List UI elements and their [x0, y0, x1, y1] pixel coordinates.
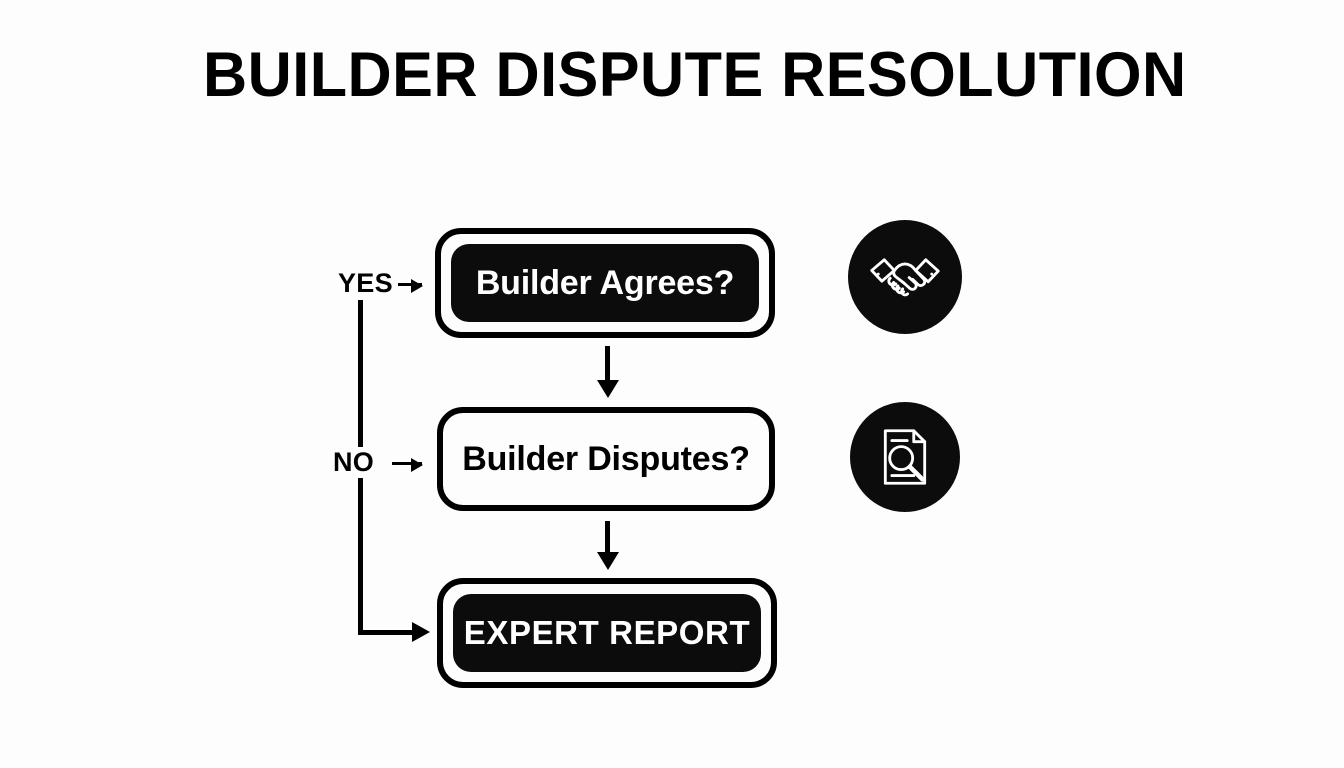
connector-agrees-to-disputes-arrowhead	[597, 380, 619, 398]
flow-node-expert-report-label: EXPERT REPORT	[463, 614, 751, 651]
connector-disputes-to-report-arrowhead	[597, 552, 619, 570]
flow-node-builder-agrees-fill: Builder Agrees?	[451, 244, 759, 322]
page-title: BUILDER DISPUTE RESOLUTION	[203, 40, 1187, 110]
flow-node-builder-disputes-label: Builder Disputes?	[462, 439, 750, 478]
flow-node-builder-agrees[interactable]: Builder Agrees?	[435, 228, 775, 338]
branch-arrow-no-icon	[392, 458, 423, 472]
document-search-glyph	[883, 429, 927, 485]
connector-agrees-to-disputes-line	[605, 346, 610, 382]
branch-elbow-arrowhead	[412, 622, 430, 642]
flow-node-builder-disputes[interactable]: Builder Disputes?	[437, 407, 775, 511]
document-search-icon	[850, 402, 960, 512]
branch-label-no: NO	[331, 447, 377, 478]
flow-node-builder-disputes-fill: Builder Disputes?	[443, 413, 769, 505]
connector-disputes-to-report-line	[605, 521, 610, 554]
branch-elbow-line	[358, 630, 416, 635]
flow-node-expert-report-fill: EXPERT REPORT	[453, 594, 761, 672]
branch-label-yes: YES	[336, 268, 395, 299]
branch-arrow-yes-icon	[398, 279, 423, 293]
handshake-icon	[848, 220, 962, 334]
handshake-glyph	[870, 258, 940, 297]
flow-node-expert-report[interactable]: EXPERT REPORT	[437, 578, 777, 688]
flow-node-builder-agrees-label: Builder Agrees?	[475, 263, 735, 302]
